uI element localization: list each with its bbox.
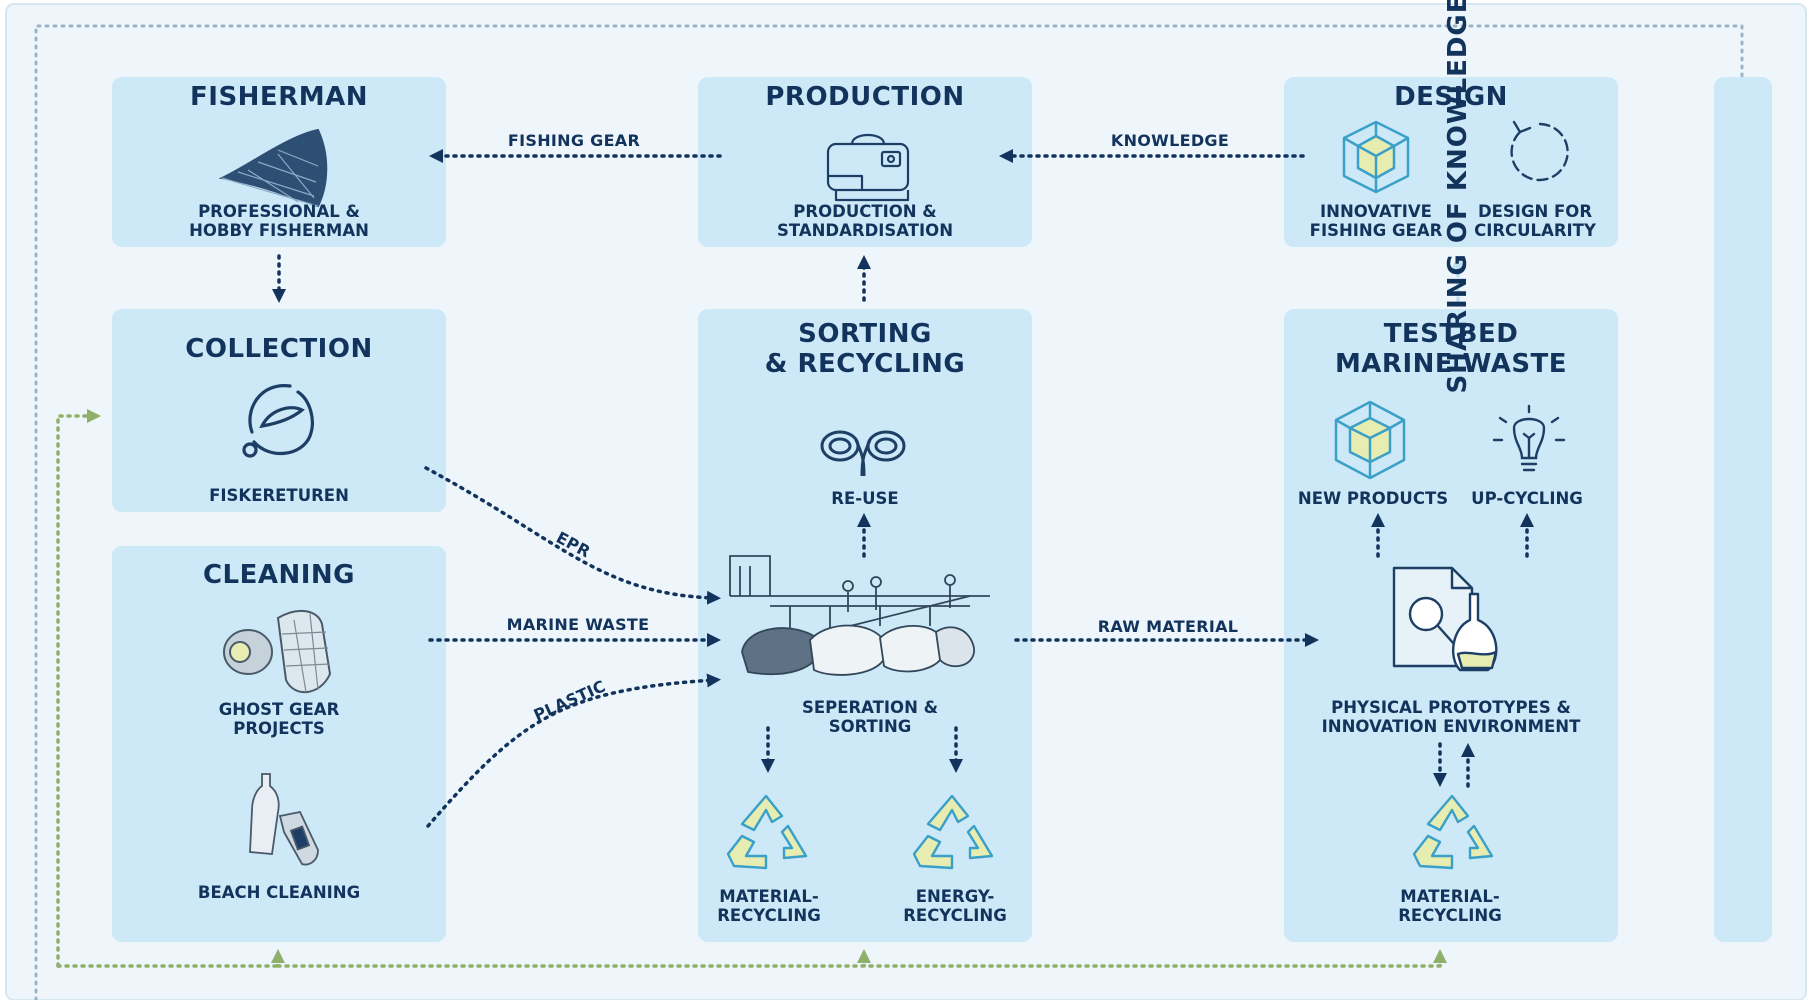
cleaning-caption-beach: BEACH CLEANING xyxy=(197,883,361,902)
ghost-gear-icon xyxy=(223,609,332,694)
recycle-icon xyxy=(726,794,808,870)
fisherman-title: FISHERMAN xyxy=(190,82,368,112)
design-caption-design-for-circularity: DESIGN FOR CIRCULARITY xyxy=(1474,202,1596,241)
testbed-prototypes: PHYSICAL PROTOTYPES & INNOVATION ENVIRON… xyxy=(1321,698,1581,737)
design-title: DESIGN xyxy=(1394,82,1508,112)
sorting-energy-recycling: ENERGY- RECYCLING xyxy=(903,887,1007,926)
collection-title: COLLECTION xyxy=(185,334,373,364)
sorting-facility-icon xyxy=(729,555,990,676)
box-design xyxy=(1284,77,1618,247)
testbed-title: TESTBED MARINE WASTE xyxy=(1334,319,1568,379)
fish-recycle-icon xyxy=(242,384,314,458)
rope-icon xyxy=(820,430,906,477)
green-feedback-loop xyxy=(56,416,1442,968)
testbed-upcycling: UP-CYCLING xyxy=(1471,489,1583,508)
production-caption: PRODUCTION & STANDARDISATION xyxy=(776,202,954,241)
circular-arrow-icon xyxy=(1510,120,1569,182)
lightbulb-icon xyxy=(1492,404,1566,472)
cleaning-caption-ghost-gear: GHOST GEAR PROJECTS xyxy=(218,700,340,739)
box-cleaning xyxy=(112,546,446,942)
cube-icon xyxy=(1334,400,1406,480)
flow-epr-arrow xyxy=(424,466,721,605)
flow-label-raw-material: RAW MATERIAL xyxy=(1097,617,1239,636)
box-sorting xyxy=(698,309,1032,942)
sorting-title: SORTING & RECYCLING xyxy=(764,319,966,379)
sorting-separation: SEPERATION & SORTING xyxy=(801,698,939,737)
design-caption-innovative-fishing-gear: INNOVATIVE FISHING GEAR xyxy=(1309,202,1443,241)
sewing-machine-icon xyxy=(826,133,910,202)
bottles-icon xyxy=(249,773,319,866)
cube-icon xyxy=(1342,120,1410,194)
fishing-net-icon xyxy=(218,128,328,208)
testbed-material-recycling: MATERIAL- RECYCLING xyxy=(1398,887,1502,926)
sharing-of-knowledge-title: SHARING OF KNOWLEDGE xyxy=(1443,0,1473,394)
lab-document-icon xyxy=(1392,566,1498,672)
flow-label-knowledge: KNOWLEDGE xyxy=(1110,131,1230,150)
sorting-material-recycling: MATERIAL- RECYCLING xyxy=(717,887,821,926)
box-sharing-of-knowledge xyxy=(1714,77,1772,942)
flow-plastic-arrow xyxy=(426,673,721,828)
recycle-icon xyxy=(1412,794,1494,870)
flow-label-fishing-gear: FISHING GEAR xyxy=(507,131,641,150)
cleaning-title: CLEANING xyxy=(202,560,356,590)
recycle-icon xyxy=(912,794,994,870)
production-title: PRODUCTION xyxy=(765,82,965,112)
flow-label-marine-waste: MARINE WASTE xyxy=(506,615,650,634)
fisherman-caption: PROFESSIONAL & HOBBY FISHERMAN xyxy=(189,202,369,241)
sorting-reuse: RE-USE xyxy=(831,489,899,508)
box-production xyxy=(698,77,1032,247)
outer-dotted-frame xyxy=(34,24,1744,1000)
testbed-new-products: NEW PRODUCTS xyxy=(1297,489,1449,508)
collection-caption: FISKERETUREN xyxy=(209,486,349,505)
